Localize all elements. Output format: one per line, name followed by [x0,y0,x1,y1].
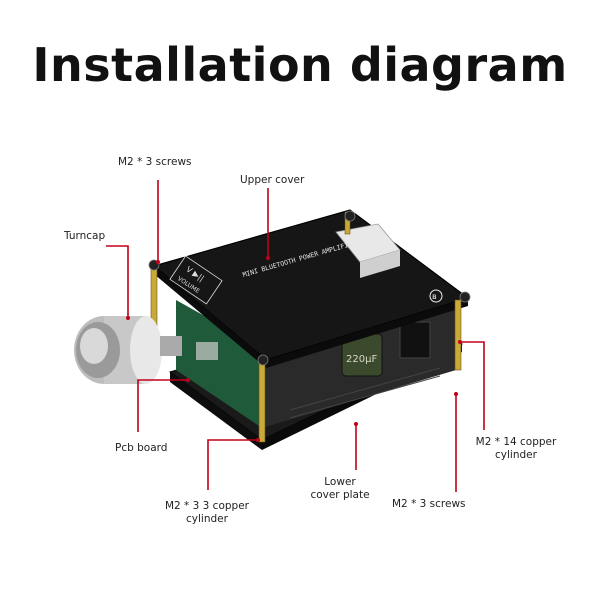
diagram-title: Installation diagram [32,38,568,92]
terminal-block [399,321,431,359]
bluetooth-icon: ʙ [429,289,443,303]
label-screws-top: M2 * 3 screws [118,156,192,168]
svg-text:ʙ: ʙ [432,292,437,301]
callout-dots [126,256,462,442]
label-upper-cover: Upper cover [240,174,305,186]
label-copper-cylinder-14-line1: M2 * 14 copper [475,436,557,448]
label-copper-cylinder-33: M2 * 3 3 copper cylinder [152,500,262,526]
callout-lines [106,180,485,492]
pcb-board-body [176,300,262,428]
label-copper-cylinder-33-line1: M2 * 3 3 copper [164,500,249,512]
turncap-knob [74,316,182,384]
label-lower-cover-line2: cover plate [310,489,370,501]
chip [196,342,218,360]
label-pcb-board: Pcb board [115,442,168,454]
label-copper-cylinder-33-line2: cylinder [186,513,228,525]
board-traces [289,367,441,419]
label-screws-bottom: M2 * 3 screws [392,498,466,510]
label-turncap: Turncap [64,230,106,242]
label-lower-cover-plate: Lower cover plate [298,476,382,502]
label-copper-cylinder-14: M2 * 14 copper cylinder [462,436,570,462]
label-lower-cover-line1: Lower [324,476,356,488]
svg-text:220μF: 220μF [346,354,377,365]
label-copper-cylinder-14-line2: cylinder [495,449,537,461]
